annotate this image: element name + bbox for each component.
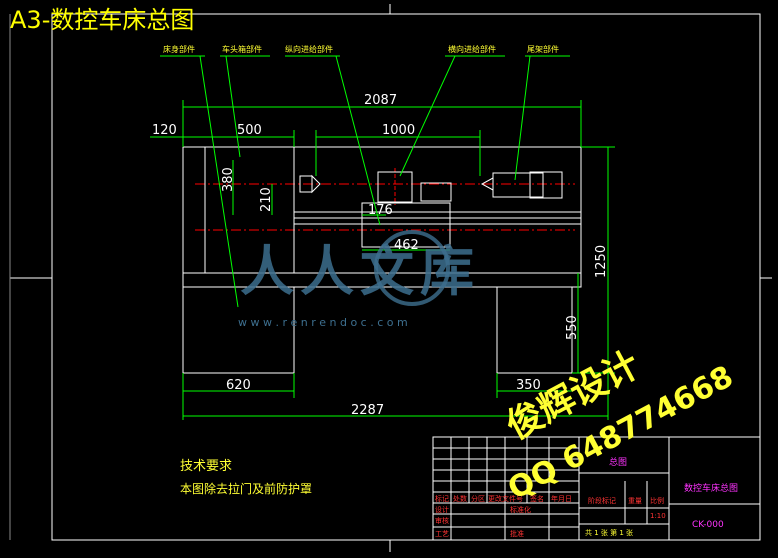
leader-bed xyxy=(199,55,239,308)
dim-462: 462 xyxy=(394,238,419,253)
tb-label-count: 处数 xyxy=(453,494,467,503)
dim-380: 380 xyxy=(221,167,236,192)
tb-label-process: 工艺 xyxy=(435,530,449,538)
leader-longitudinal xyxy=(335,55,381,226)
tech-notes-line1: 本图除去拉门及前防护罩 xyxy=(180,481,312,496)
callout-tailstock: 尾架部件 xyxy=(527,44,559,54)
tb-label-stage: 阶段标记 xyxy=(588,496,616,505)
leader-headstock xyxy=(225,55,241,158)
tailstock-motor xyxy=(529,171,563,199)
tb-sheets: 共 1 张 第 1 张 xyxy=(585,528,633,537)
dim-2087: 2087 xyxy=(364,93,397,108)
tb-label-zone: 分区 xyxy=(471,494,485,503)
tb-label-mark: 标记 xyxy=(435,494,449,503)
cross-feed-motor xyxy=(420,182,452,202)
dim-120: 120 xyxy=(152,123,177,138)
dim-620: 620 xyxy=(226,378,251,393)
dim-2287: 2287 xyxy=(351,403,384,418)
watermark-logo: 人人文库 w w w . r e n r e n d o c . c o m xyxy=(238,230,480,329)
callout-leaders xyxy=(160,55,570,308)
right-cabinet xyxy=(496,286,573,374)
tb-label-standardize: 标准化 xyxy=(510,505,531,514)
watermark-url: w w w . r e n r e n d o c . c o m xyxy=(238,316,408,329)
carriage-saddle xyxy=(361,202,451,248)
tech-notes-heading: 技术要求 xyxy=(180,459,232,474)
leader-cross xyxy=(399,55,456,177)
tb-label-designer: 设计 xyxy=(435,505,449,514)
tb-label-review: 审核 xyxy=(435,516,449,525)
callout-longitudinal-feed: 纵向进给部件 xyxy=(285,44,333,54)
tailstock-body xyxy=(492,172,544,198)
callout-headstock: 车头箱部件 xyxy=(222,44,262,54)
dimension-lines xyxy=(150,100,615,420)
dim-210: 210 xyxy=(259,187,274,212)
tb-drawing-number: CK-000 xyxy=(692,520,724,530)
dim-1000: 1000 xyxy=(382,123,415,138)
leader-tailstock xyxy=(514,55,531,181)
dim-500: 500 xyxy=(237,123,262,138)
dim-550: 550 xyxy=(565,315,580,340)
watermark-ring xyxy=(374,230,450,306)
dim-350: 350 xyxy=(516,378,541,393)
callout-cross-feed: 横向进给部件 xyxy=(448,44,496,54)
tb-label-approve: 批准 xyxy=(510,529,524,538)
title-block xyxy=(432,436,761,541)
tb-scale-value: 1:10 xyxy=(650,512,666,520)
watermark-logo-text: 人人文库 xyxy=(240,240,480,303)
spindle-center-tip xyxy=(311,174,321,194)
tool-post xyxy=(377,171,413,203)
tb-label-date: 年月日 xyxy=(551,494,572,503)
sheet-border xyxy=(51,13,761,541)
dim-176: 176 xyxy=(368,203,393,218)
tb-label-scale: 比例 xyxy=(650,496,664,505)
tb-label-sign: 签名 xyxy=(530,494,544,503)
title-block-frame xyxy=(432,436,761,541)
drawing-title: A3-数控车床总图 xyxy=(10,6,194,34)
callout-bed: 床身部件 xyxy=(163,44,195,54)
dim-1250: 1250 xyxy=(594,245,609,278)
tb-label-weight: 重量 xyxy=(628,497,642,505)
tb-drawing-title: 总图 xyxy=(609,456,627,468)
tb-part-name: 数控车床总图 xyxy=(684,482,738,494)
left-cabinet xyxy=(182,286,295,374)
tailstock-quill-tip xyxy=(480,177,494,191)
tb-label-change: 更改文件号 xyxy=(488,494,523,503)
